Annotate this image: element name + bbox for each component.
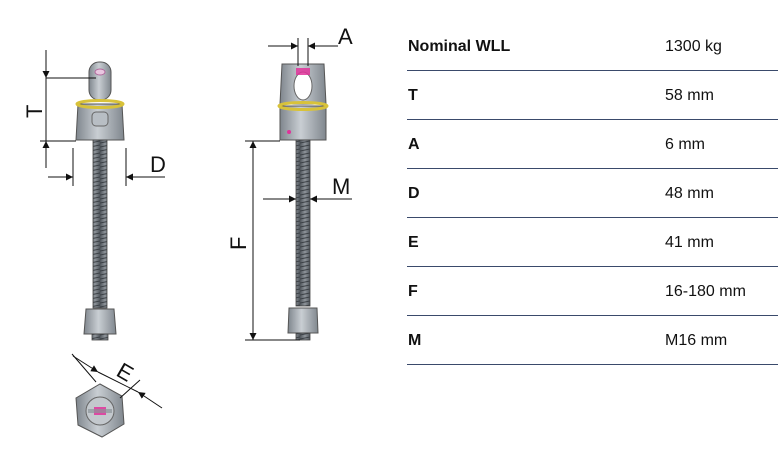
spec-value: M16 mm — [665, 332, 728, 349]
spec-row-t: T 58 mm — [407, 71, 778, 120]
dimension-label-m: M — [332, 174, 350, 199]
spec-value: 41 mm — [665, 234, 714, 251]
dimension-d: D — [48, 148, 166, 186]
spec-label: F — [408, 283, 418, 300]
dimension-a: A — [268, 24, 353, 66]
spec-label: D — [408, 185, 420, 202]
left-bolt-front-view — [75, 61, 125, 341]
spec-label: T — [408, 87, 418, 104]
spec-label: A — [408, 136, 420, 153]
spec-value: 1300 kg — [665, 38, 722, 55]
dimension-t: T — [22, 50, 96, 168]
dimension-f: F — [226, 140, 300, 341]
spec-label: E — [408, 234, 419, 251]
spec-row-a: A 6 mm — [407, 120, 778, 169]
spec-row-f: F 16-180 mm — [407, 267, 778, 316]
spec-value: 16-180 mm — [665, 283, 746, 300]
dimension-m: M — [263, 174, 352, 203]
spec-row-m: M M16 mm — [407, 316, 778, 365]
spec-label: M — [408, 332, 422, 349]
spec-row-e: E 41 mm — [407, 218, 778, 267]
hex-top-view — [75, 383, 125, 438]
spec-value: 58 mm — [665, 87, 714, 104]
dimension-label-a: A — [338, 24, 353, 49]
dimension-label-f: F — [226, 237, 251, 250]
dimension-label-t: T — [22, 105, 47, 118]
spec-row-d: D 48 mm — [407, 169, 778, 218]
specification-table: Nominal WLL 1300 kg T 58 mm A 6 mm D 48 … — [407, 22, 778, 365]
spec-label: Nominal WLL — [408, 38, 511, 55]
spec-value: 48 mm — [665, 185, 714, 202]
dimension-label-d: D — [150, 152, 166, 177]
dimension-label-e: E — [113, 358, 138, 387]
spec-row-nominal-wll: Nominal WLL 1300 kg — [407, 22, 778, 71]
spec-value: 6 mm — [665, 136, 705, 153]
product-technical-drawing: T D A F — [22, 24, 353, 438]
right-bolt-side-view — [277, 63, 329, 341]
